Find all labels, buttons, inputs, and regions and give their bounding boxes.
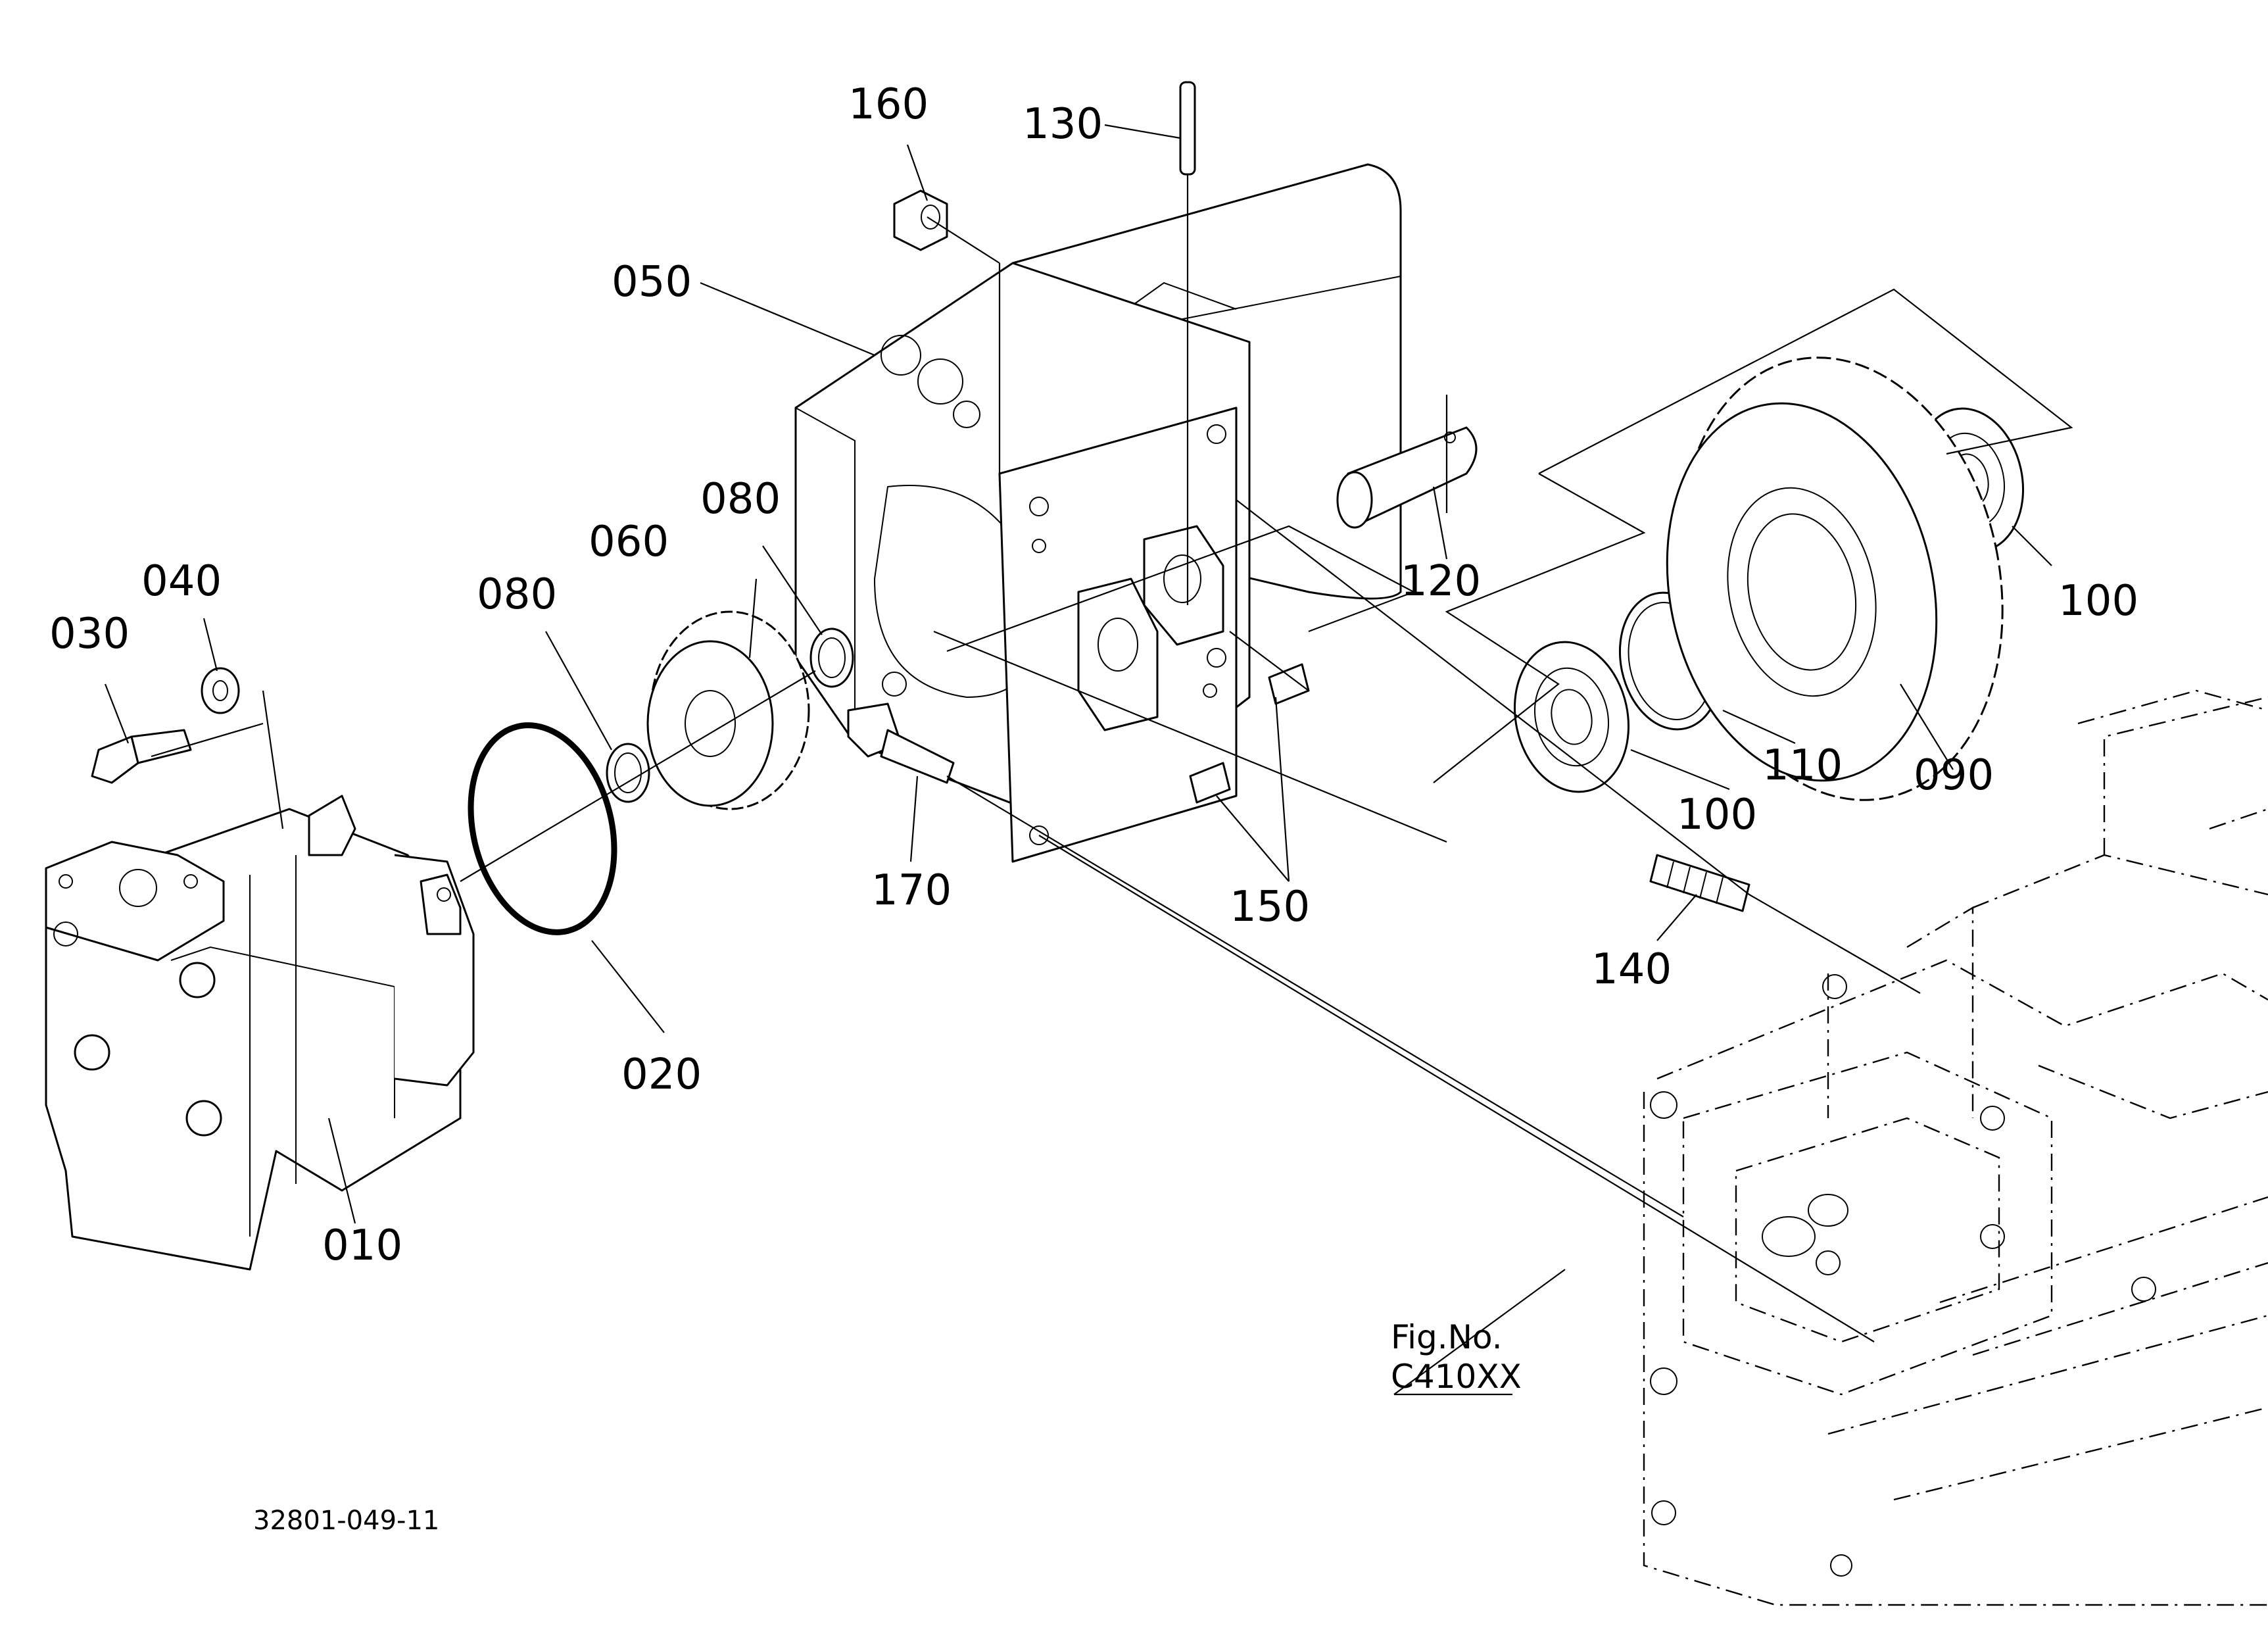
assembly-lines bbox=[151, 174, 2073, 1342]
circlip-080-right bbox=[809, 627, 854, 688]
callout-130: 130 bbox=[1023, 100, 1103, 149]
stud-140 bbox=[1649, 854, 1750, 912]
hydraulic-housing-050 bbox=[794, 163, 1402, 863]
shaft-120 bbox=[1336, 426, 1478, 529]
figure-number-value: C410XX bbox=[1391, 1358, 1522, 1396]
gear-060 bbox=[646, 610, 810, 810]
nut-160 bbox=[893, 189, 948, 251]
callout-170: 170 bbox=[871, 866, 952, 915]
callout-080-upper: 080 bbox=[700, 475, 781, 524]
washer-040 bbox=[201, 667, 240, 714]
bolt-030 bbox=[91, 729, 192, 784]
dowel-pin-150-lower bbox=[1189, 762, 1231, 804]
figure-number-label: Fig.No. bbox=[1391, 1318, 1503, 1356]
callout-100-lower: 100 bbox=[1677, 791, 1757, 839]
hydraulic-pump-010 bbox=[45, 795, 475, 1271]
drawing-number: 32801-049-11 bbox=[253, 1506, 439, 1536]
callout-030: 030 bbox=[49, 610, 130, 658]
callout-080-lower: 080 bbox=[477, 570, 557, 619]
bearing-100-left bbox=[1513, 641, 1630, 793]
bolt-170 bbox=[847, 702, 955, 784]
pin-130 bbox=[1179, 81, 1196, 176]
gear-090 bbox=[1666, 356, 2004, 801]
callout-060: 060 bbox=[589, 518, 669, 566]
callout-leaders bbox=[104, 124, 2052, 1396]
transmission-case-outline bbox=[1643, 689, 2268, 1606]
callout-160: 160 bbox=[848, 80, 929, 129]
callout-140: 140 bbox=[1591, 945, 1672, 994]
o-ring-020 bbox=[468, 722, 617, 935]
circlip-080-left bbox=[606, 743, 650, 803]
callout-090: 090 bbox=[1914, 751, 1994, 800]
callout-150: 150 bbox=[1230, 883, 1310, 931]
callout-020: 020 bbox=[621, 1050, 702, 1099]
callout-040: 040 bbox=[141, 557, 222, 606]
callout-120: 120 bbox=[1401, 557, 1481, 606]
callout-010: 010 bbox=[322, 1221, 402, 1270]
callout-labels: 160 130 050 080 060 080 040 030 010 020 … bbox=[49, 80, 2138, 1536]
callout-100-upper: 100 bbox=[2058, 577, 2138, 626]
callout-050: 050 bbox=[612, 258, 692, 307]
callout-110: 110 bbox=[1762, 741, 1843, 790]
